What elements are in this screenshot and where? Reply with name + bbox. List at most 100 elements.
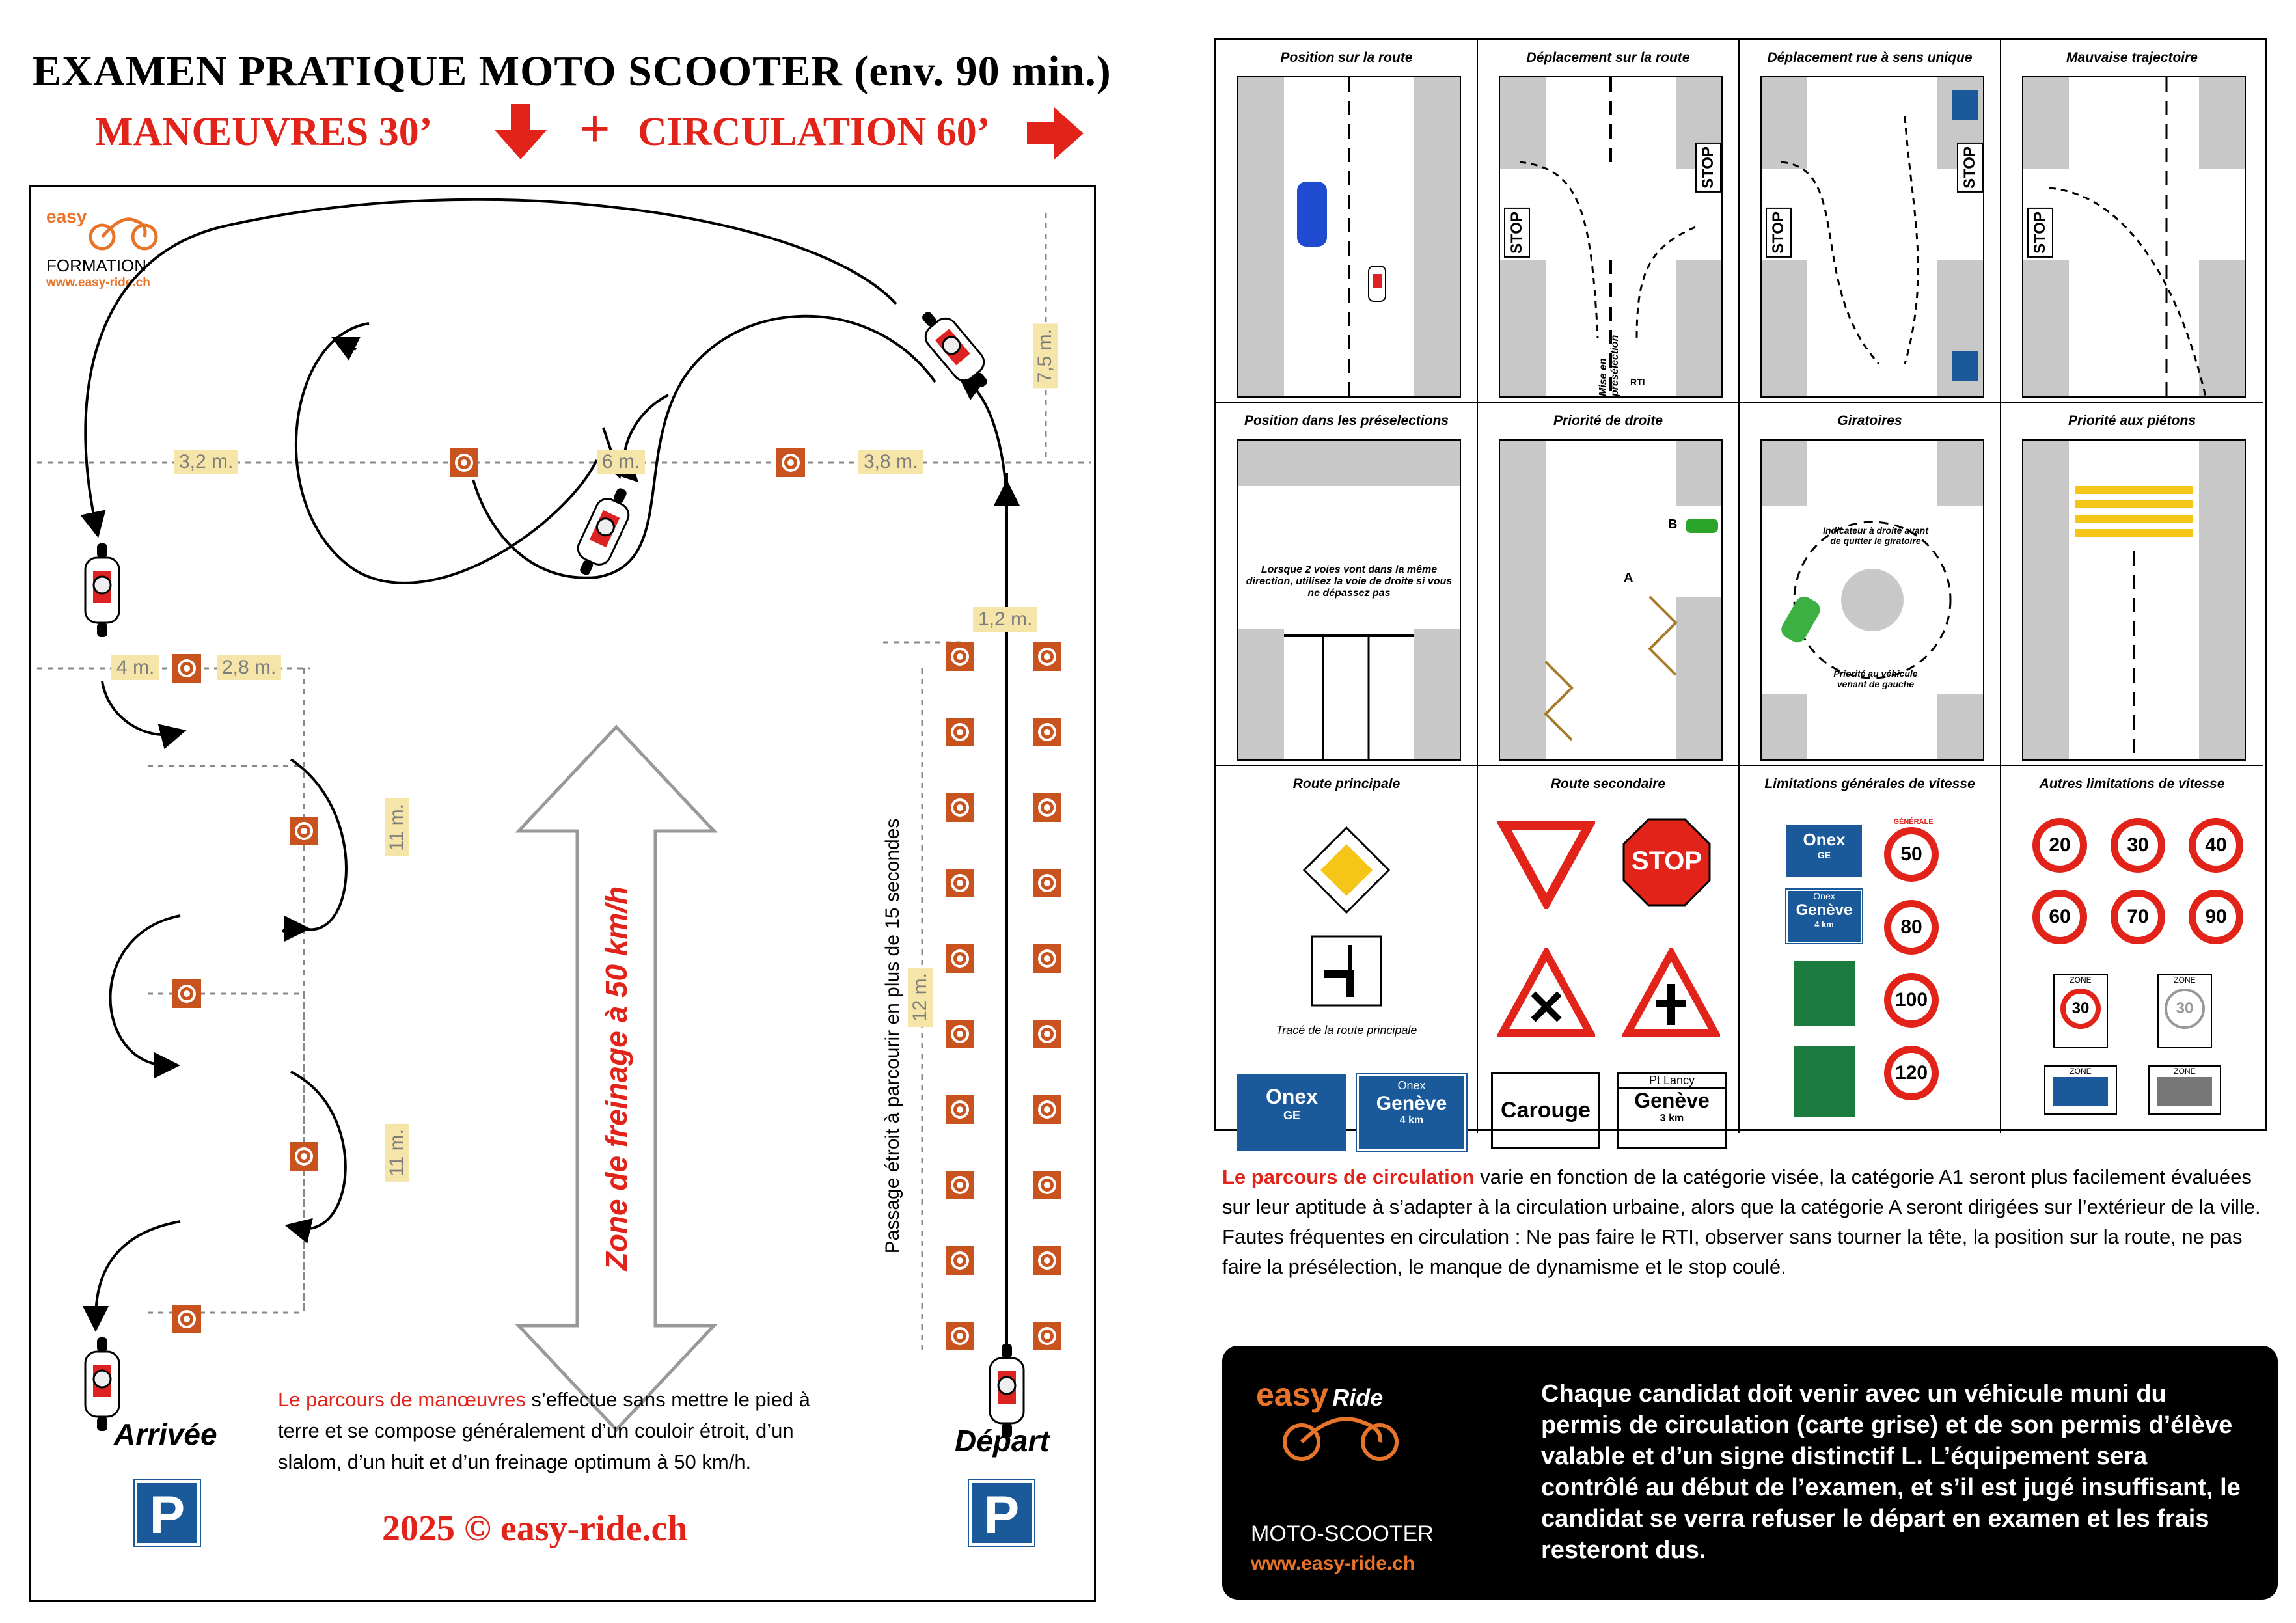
cell-title-preselections: Position dans les préselections: [1244, 413, 1449, 428]
dim-label-4: 4 m.: [111, 655, 160, 680]
circulation-highlight: Le parcours de circulation: [1222, 1166, 1475, 1188]
pt-lancy-sign: Pt Lancy Genève 3 km: [1617, 1072, 1727, 1149]
end-zone-20-sign: ZONE: [2148, 1065, 2221, 1115]
speed-limit-90-sign: 90: [2189, 890, 2243, 944]
preselection-note: Lorsque 2 voies vont dans la même direct…: [1246, 564, 1453, 599]
copyright: 2025 © easy-ride.ch: [382, 1508, 688, 1549]
main-road-layout-sign-icon: [1311, 935, 1382, 1007]
generale-tag: GÉNÉRALE: [1893, 818, 1934, 826]
speed-limit-80-sign: 80: [1884, 900, 1939, 955]
motorbike-logo-icon: [1283, 1417, 1399, 1461]
circulation-label: CIRCULATION 60’: [638, 110, 991, 154]
requirements-text: Chaque candidat doit venir avec un véhic…: [1541, 1380, 2241, 1564]
dim-label-7-5: 7,5 m.: [1033, 323, 1058, 389]
dim-label-6: 6 m.: [597, 450, 646, 474]
cell-title-giratoires: Giratoires: [1837, 413, 1902, 428]
manoeuvre-course: easy FORMATION www.easy-ride.ch: [29, 185, 1096, 1602]
road-diagram: STOP STOP: [1760, 76, 1984, 398]
logo-sub: FORMATION: [46, 256, 147, 275]
stop-marking: STOP: [2027, 208, 2053, 258]
priority-road-sign-icon: [1302, 826, 1391, 914]
cell-deplacement-route: Déplacement sur la route STOP STOP Mise …: [1478, 40, 1740, 403]
onex-town-sign: Onex GE: [1786, 825, 1862, 877]
circulation-faults: Fautes fréquentes en circulation : Ne pa…: [1222, 1225, 2243, 1278]
other-speed-signs: 20 30 40 60 70 90: [2021, 818, 2255, 961]
depart-label: Départ: [955, 1424, 1050, 1458]
speed-limit-100-sign: 100: [1884, 973, 1939, 1028]
manoeuvre-description-highlight: Le parcours de manœuvres: [278, 1388, 526, 1411]
zone-20-sign: ZONE: [2044, 1065, 2117, 1115]
speed-limit-40-sign: 40: [2189, 818, 2243, 873]
mise-preselection-label: Mise en présélection: [1598, 334, 1620, 396]
speed-limit-50-sign: 50: [1884, 827, 1939, 882]
cell-title-position-route: Position sur la route: [1280, 50, 1413, 65]
stop-marking: STOP: [1504, 208, 1530, 258]
dim-label-2-8: 2,8 m.: [217, 655, 282, 680]
motorway-sign-icon: [1794, 1046, 1855, 1117]
circulation-description: Le parcours de circulation varie en fonc…: [1222, 1162, 2263, 1282]
geneve-sign: Onex Genève 4 km: [1356, 1073, 1468, 1152]
cell-title-sens-unique: Déplacement rue à sens unique: [1767, 50, 1973, 65]
braking-zone-label: Zone de freinage à 50 km/h: [599, 886, 633, 1271]
trace-note: Tracé de la route principale: [1276, 1024, 1417, 1037]
speed-limit-20-sign: 20: [2032, 818, 2087, 873]
easy-formation-logo: easy FORMATION www.easy-ride.ch: [46, 206, 158, 290]
zone-30-sign: ZONE 30: [2053, 974, 2108, 1048]
road-diagram: STOP: [2022, 76, 2246, 398]
logo-url: www.easy-ride.ch: [46, 276, 150, 290]
cell-autres-limitations: Autres limitations de vitesse 20 30 40 60 70…: [2001, 766, 2263, 1133]
general-speed-signs: 50 80 100 120: [1884, 827, 1939, 1119]
plus-sign: +: [579, 99, 610, 159]
speed-limit-70-sign: 70: [2111, 890, 2165, 944]
logo-brand: easy: [46, 206, 87, 226]
road-diagram: Lorsque 2 voies vont dans la même direct…: [1237, 439, 1461, 761]
cell-sens-unique: Déplacement rue à sens unique STOP STOP: [1740, 40, 2001, 403]
giratoire-note-2: Priorité au véhicule venant de gauche: [1833, 668, 1918, 689]
manoeuvre-description: Le parcours de manœuvres s’effectue sans…: [278, 1384, 851, 1478]
parking-sign-left: P: [133, 1479, 201, 1547]
manoeuvre-description-text: s’effectue sans mettre le pied à terre e…: [278, 1388, 810, 1473]
dim-label-3-2: 3,2 m.: [174, 450, 239, 474]
cell-position-route: Position sur la route: [1216, 40, 1478, 403]
crossroad-warning-icon: [1497, 948, 1595, 1037]
cell-preselections: Position dans les préselections Lorsque …: [1216, 403, 1478, 766]
cell-title-route-principale: Route principale: [1292, 776, 1401, 791]
right-arrow-icon: [1027, 107, 1084, 159]
course-drawing: [37, 198, 1091, 1439]
speed-limit-30-sign: 30: [2111, 818, 2165, 873]
geneve-town-sign: Onex Genève 4 km: [1785, 888, 1863, 944]
cell-title-priorite-pietons: Priorité aux piétons: [2068, 413, 2196, 428]
cell-priorite-pietons: Priorité aux piétons: [2001, 403, 2263, 766]
road-diagram: STOP STOP Mise en présélection RTI: [1499, 76, 1723, 398]
cell-title-deplacement: Déplacement sur la route: [1526, 50, 1690, 65]
dim-label-3-8: 3,8 m.: [858, 450, 923, 474]
traffic-rules-grid: Position sur la route Déplacement sur la…: [1214, 38, 2267, 1152]
carouge-sign: Carouge: [1491, 1072, 1600, 1149]
cell-giratoires: Giratoires Indicateur à droite avant de …: [1740, 403, 2001, 766]
end-zone-30-sign: ZONE 30: [2157, 974, 2212, 1048]
stop-marking: STOP: [1695, 143, 1721, 193]
footer-sub: MOTO-SCOOTER: [1251, 1521, 1434, 1546]
road-diagram: Indicateur à droite avant de quitter le …: [1760, 439, 1984, 761]
parking-sign-right: P: [968, 1479, 1035, 1547]
dim-label-11-a: 11 m.: [385, 798, 409, 856]
cell-title-autres-limitations: Autres limitations de vitesse: [2039, 776, 2225, 791]
stop-marking: STOP: [1957, 143, 1983, 193]
down-arrow-icon: [495, 104, 547, 159]
page-title: EXAMEN PRATIQUE MOTO SCOOTER (env. 90 mi…: [33, 48, 1112, 95]
speed-limit-60-sign: 60: [2032, 890, 2087, 944]
cell-title-route-secondaire: Route secondaire: [1550, 776, 1666, 791]
manoeuvres-label: MANŒUVRES 30’: [95, 110, 433, 154]
logo-ride: Ride: [1332, 1384, 1384, 1411]
road-diagram: [2022, 439, 2246, 761]
rti-label: RTI: [1630, 377, 1645, 387]
speed-limit-120-sign: 120: [1884, 1046, 1939, 1100]
footer-url: www.easy-ride.ch: [1251, 1553, 1415, 1574]
vehicle-a-label: A: [1624, 571, 1633, 585]
arrival-label: Arrivée: [114, 1417, 217, 1451]
priority-crossing-warning-icon: [1622, 948, 1720, 1037]
stop-sign-icon: STOP: [1622, 818, 1711, 907]
motorbike-logo-icon: [89, 217, 158, 251]
onex-sign: Onex GE: [1237, 1074, 1346, 1151]
